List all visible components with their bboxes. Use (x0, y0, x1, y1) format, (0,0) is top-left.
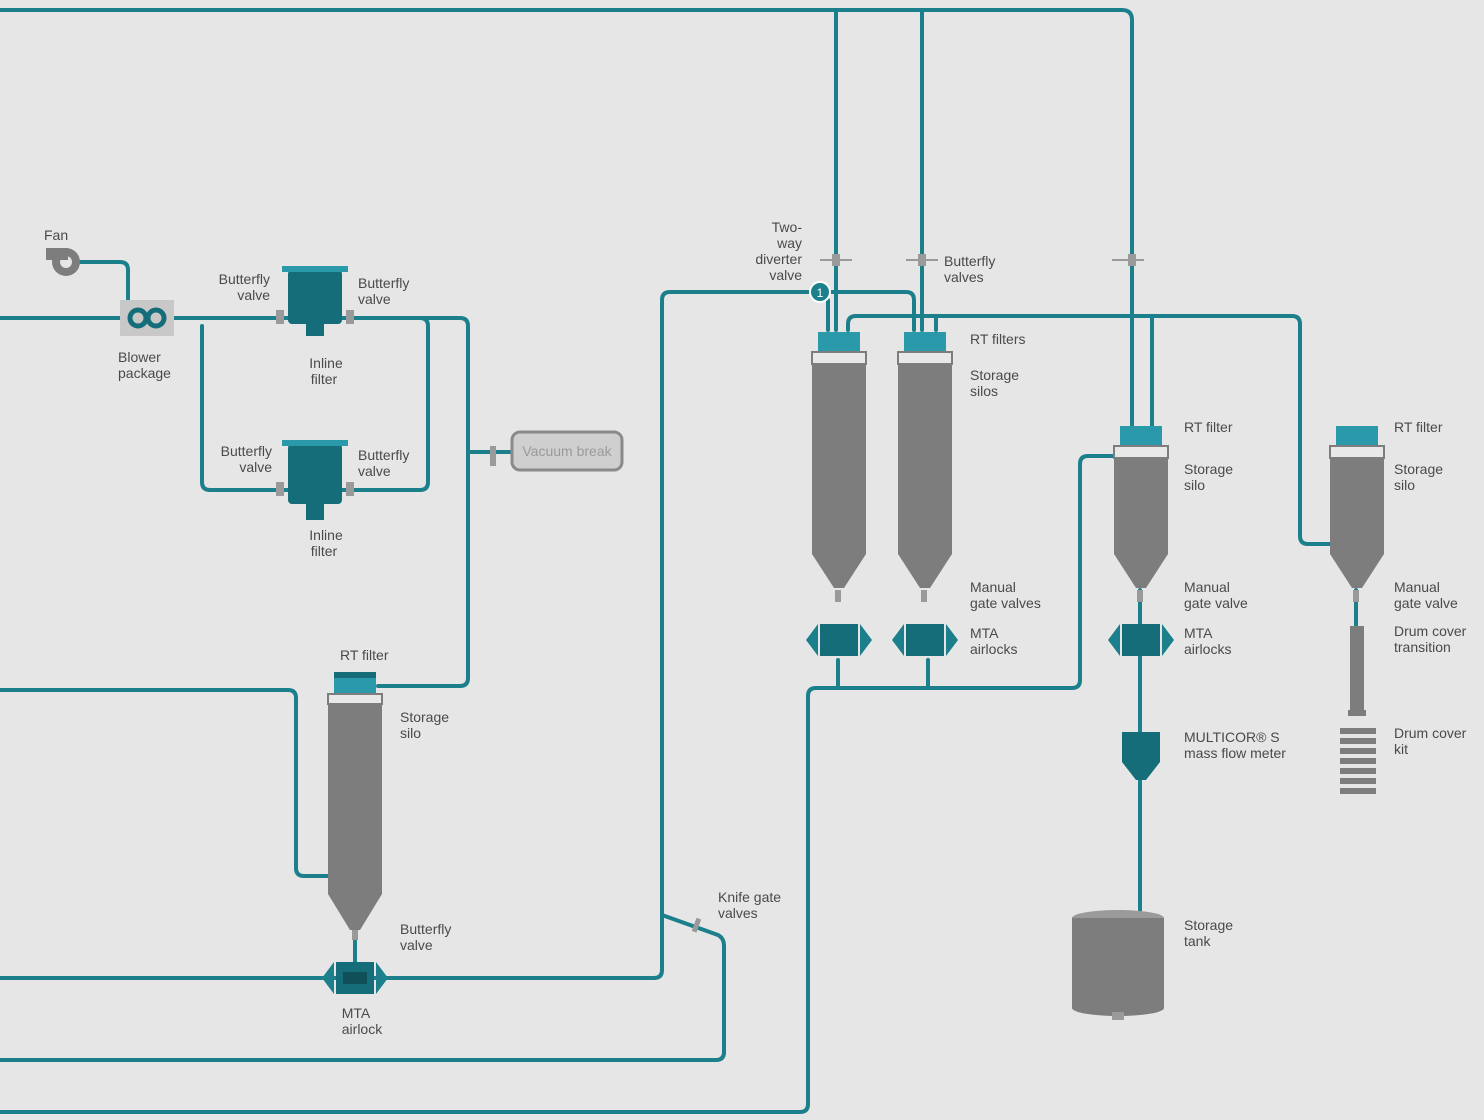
bv1-label-1: Butterfly (219, 271, 270, 287)
silo3-gate-label-1: Manual (1184, 579, 1230, 595)
storage-silo-2 (892, 332, 958, 656)
left-mta-label-1: MTA (342, 1005, 371, 1021)
airlock-icon (322, 962, 388, 994)
pipelines (0, 8, 1358, 1114)
butterfly-valve-icon (276, 310, 354, 496)
silo3-mta-label-1: MTA (1184, 625, 1213, 641)
storage-silo-1 (806, 332, 872, 656)
knife-gate-label-1: Knife gate (718, 889, 781, 905)
drum-transition-label-1: Drum cover (1394, 623, 1467, 639)
vacuum-break-label: Vacuum break (522, 443, 612, 459)
fan-pipe (78, 260, 130, 302)
left-bv-label-2: valve (400, 937, 433, 953)
flow-meter-icon (1122, 732, 1160, 780)
blower-label-1: Blower (118, 349, 161, 365)
svg-text:1: 1 (817, 286, 824, 300)
multicor-label-1: MULTICOR® S (1184, 729, 1280, 745)
filter-outlet-pipe (376, 316, 470, 688)
inline-filter2-label-1: Inline (309, 527, 343, 543)
silo4-label-1: Storage (1394, 461, 1443, 477)
fan-label: Fan (44, 227, 68, 243)
diverter-label-3: diverter (755, 251, 802, 267)
rt-filters-label: RT filters (970, 331, 1026, 347)
drum-kit-label-1: Drum cover (1394, 725, 1467, 741)
inline-filter-label-1: Inline (309, 355, 343, 371)
silo-side-pipe (0, 688, 332, 878)
inline-filter-upper (282, 266, 348, 336)
top-return-pipe (0, 8, 1134, 302)
bv1-label-2: valve (237, 287, 270, 303)
mta-airlocks-label-1: MTA (970, 625, 999, 641)
storage-silo-4 (1329, 426, 1385, 602)
silo4-gate-label-1: Manual (1394, 579, 1440, 595)
tank-label-2: tank (1184, 933, 1211, 949)
tank-label-1: Storage (1184, 917, 1233, 933)
diverter-label-1: Two- (772, 219, 803, 235)
silo4-rt-filter-label: RT filter (1394, 419, 1443, 435)
knife-gate-label-2: valves (718, 905, 758, 921)
left-storage-silo (327, 672, 383, 940)
knife-gate-pipe (0, 913, 726, 1062)
butterfly-valves-label-2: valves (944, 269, 984, 285)
silo4-label-2: silo (1394, 477, 1415, 493)
diverter-label-4: valve (769, 267, 802, 283)
airlock-line-pipe (0, 290, 916, 980)
silo3-label-2: silo (1184, 477, 1205, 493)
left-silo-label-2: silo (400, 725, 421, 741)
drum-transition-label-2: transition (1394, 639, 1451, 655)
butterfly-valves-top (820, 254, 1144, 266)
manual-gate-valves-label-1: Manual (970, 579, 1016, 595)
lower-right-pipe (0, 454, 1120, 1114)
multicor-label-2: mass flow meter (1184, 745, 1286, 761)
silo3-label-1: Storage (1184, 461, 1233, 477)
bv3-label-1: Butterfly (221, 443, 272, 459)
diverter-valve-marker: 1 (809, 281, 831, 303)
diverter-label-2: way (776, 235, 802, 251)
inline-filter-label-2: filter (311, 371, 338, 387)
storage-tank-icon (1072, 910, 1164, 1020)
inline-filter2-label-2: filter (311, 543, 338, 559)
blower-label-2: package (118, 365, 171, 381)
storage-silos-label-1: Storage (970, 367, 1019, 383)
inline-filter-lower (282, 440, 348, 520)
left-rt-filter-label: RT filter (340, 647, 389, 663)
header-pipe (846, 314, 1332, 546)
storage-silos-label-2: silos (970, 383, 998, 399)
silo3-mta-label-2: airlocks (1184, 641, 1231, 657)
mta-airlocks-label-2: airlocks (970, 641, 1017, 657)
knife-gate-valve-icon (691, 917, 702, 933)
vacuum-break: Vacuum break (490, 430, 624, 472)
left-mta-label-2: airlock (342, 1021, 383, 1037)
fan-icon (46, 248, 80, 276)
manual-gate-valves-label-2: gate valves (970, 595, 1041, 611)
bv2-label-1: Butterfly (358, 275, 409, 291)
storage-silo-3 (1108, 426, 1174, 656)
bv4-label-1: Butterfly (358, 447, 409, 463)
bv4-label-2: valve (358, 463, 391, 479)
silo3-rt-filter-label: RT filter (1184, 419, 1233, 435)
blower-icon (120, 300, 174, 336)
left-bv-label-1: Butterfly (400, 921, 451, 937)
left-silo-label-1: Storage (400, 709, 449, 725)
drum-kit-label-2: kit (1394, 741, 1408, 757)
silo3-gate-label-2: gate valve (1184, 595, 1248, 611)
butterfly-valves-label-1: Butterfly (944, 253, 995, 269)
bv2-label-2: valve (358, 291, 391, 307)
silo4-gate-label-2: gate valve (1394, 595, 1458, 611)
drum-cover-icon (1340, 626, 1376, 794)
bv3-label-2: valve (239, 459, 272, 475)
